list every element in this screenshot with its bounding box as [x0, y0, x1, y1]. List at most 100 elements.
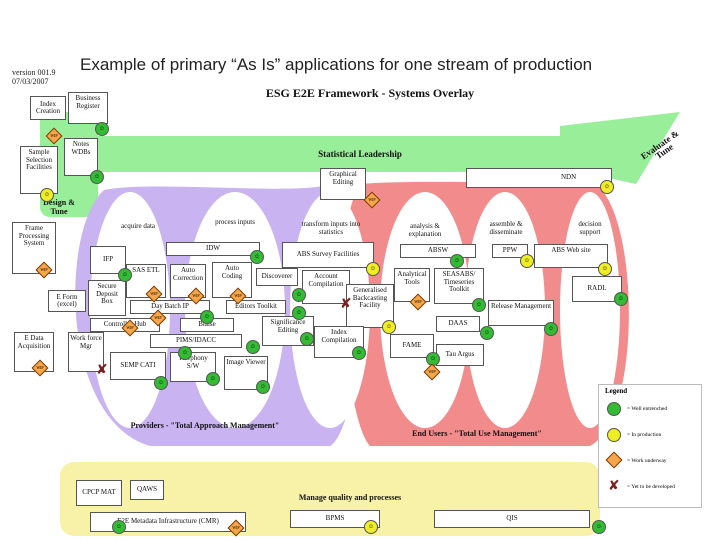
yellow-dot-icon	[607, 428, 621, 442]
wip-label: WIP	[234, 293, 242, 298]
green-dot-icon: ☺	[300, 332, 314, 346]
phase-transform: transform inputs into statistics	[301, 220, 361, 236]
green-dot-icon: ☺	[472, 298, 486, 312]
legend-row-entrenched: = Well entrenched	[605, 399, 701, 419]
box-ndn: NDN	[466, 168, 612, 188]
wip-label: WIP	[428, 369, 436, 374]
statistical-leadership-band	[78, 112, 680, 184]
yellow-dot-icon: ☺	[382, 320, 396, 334]
yellow-dot-icon: ☺	[40, 188, 54, 202]
box-editors-toolkit: Editors Toolkit	[226, 300, 286, 314]
legend-item-text: = Well entrenched	[627, 406, 668, 412]
wip-label: WIP	[368, 197, 376, 202]
phase-acquire: acquire data	[120, 222, 155, 230]
legend-row-undeveloped: ✘ = Yet to be developed	[605, 477, 701, 497]
box-account-compilation: Account Compilation	[302, 270, 350, 304]
green-dot-icon: ☺	[592, 520, 606, 534]
box-sample-selection: Sample Selection Facilities	[20, 146, 58, 194]
box-e-form: E Form (excel)	[48, 290, 86, 312]
box-qis: QIS	[434, 510, 590, 528]
box-auto-coding: Auto Coding	[212, 262, 252, 298]
box-day-batch: Day Batch IP	[130, 300, 210, 314]
box-index-creation: Index Creation	[30, 96, 66, 120]
green-dot-icon: ☺	[544, 322, 558, 336]
wip-label: WIP	[50, 133, 58, 138]
framework-title: ESG E2E Framework - Systems Overlay	[265, 86, 475, 100]
box-qaws: QAWS	[130, 480, 164, 500]
version-info: version 001.9 07/03/2007	[12, 68, 56, 86]
statistical-leadership-label: Statistical Leadership	[318, 149, 402, 159]
phase-process: process inputs	[215, 218, 255, 226]
yellow-dot-icon: ☺	[598, 262, 612, 276]
phase-analysis: analysis & explanation	[408, 222, 442, 238]
box-e-data: E Data Acquisition	[14, 332, 54, 372]
legend: Legend = Well entrenched = In production…	[598, 384, 702, 508]
green-dot-icon: ☺	[450, 254, 464, 268]
wip-label: WIP	[414, 299, 422, 304]
legend-item-text: = Work underway	[627, 458, 667, 464]
wip-label: WIP	[232, 525, 240, 530]
box-release-mgmt: Release Management	[488, 300, 554, 326]
wip-label: WIP	[126, 325, 134, 330]
box-business-register: Business Register	[68, 92, 108, 124]
undeveloped-mark-icon: ✘	[96, 363, 108, 378]
end-users-label: End Users - "Total Use Management"	[412, 429, 542, 438]
box-idw: IDW	[166, 242, 260, 256]
box-radl: RADL	[572, 276, 622, 302]
undeveloped-mark-icon: ✘	[340, 297, 352, 312]
wip-label: WIP	[40, 267, 48, 272]
legend-item-text: = Yet to be developed	[627, 484, 675, 490]
green-dot-icon: ☺	[614, 292, 628, 306]
green-dot-icon: ☺	[352, 346, 366, 360]
phase-decision: decision support	[578, 220, 602, 236]
box-absw: ABSW	[400, 244, 476, 258]
green-dot-icon: ☺	[154, 376, 168, 390]
box-secure-deposit: Secure Deposit Box	[88, 280, 126, 316]
box-e2e-metadata: E2E Metadata Infrastructure (CMR)	[90, 512, 246, 532]
green-dot-icon: ☺	[178, 346, 192, 360]
yellow-dot-icon: ☺	[600, 180, 614, 194]
green-dot-icon: ☺	[250, 250, 264, 264]
green-dot-icon: ☺	[246, 340, 260, 354]
green-dot-icon: ☺	[200, 310, 214, 324]
box-index-compilation: Index Compilation	[314, 326, 364, 358]
manage-quality-label: Manage quality and processes	[298, 493, 402, 502]
version-date: 07/03/2007	[12, 77, 49, 86]
providers-label: Providers - "Total Approach Management"	[130, 421, 280, 430]
green-dot-icon: ☺	[112, 520, 126, 534]
box-graphical-editing: Graphical Editing	[320, 168, 366, 200]
phase-assemble: assemble & disseminate	[489, 220, 523, 236]
green-dot-icon: ☺	[206, 372, 220, 386]
box-abs-survey: ABS Survey Facilities	[282, 242, 374, 268]
wip-label: WIP	[192, 293, 200, 298]
box-pims: PIMS/IDACC	[150, 334, 242, 348]
wip-label: WIP	[154, 315, 162, 320]
box-analytical-tools: Analytical Tools	[394, 268, 430, 302]
green-dot-icon: ☺	[90, 170, 104, 184]
slide-title: Example of primary “As Is” applications …	[80, 55, 593, 74]
box-discoverer: Discoverer	[256, 268, 298, 286]
wip-diamond-icon	[605, 451, 623, 469]
legend-row-production: = In production	[605, 425, 701, 445]
design-tune-label: Design & Tune	[43, 198, 75, 216]
green-dot-icon	[607, 402, 621, 416]
wip-label: WIP	[36, 365, 44, 370]
box-abs-web: ABS Web site	[534, 244, 608, 268]
box-tau-argus: Tau Argus	[436, 344, 484, 366]
box-daas: DAAS	[436, 316, 480, 332]
legend-title: Legend	[605, 387, 628, 395]
yellow-dot-icon: ☺	[366, 262, 380, 276]
wip-label: WIP	[150, 291, 158, 296]
box-notes-wdbs: Notes WDBs	[64, 138, 98, 176]
undeveloped-mark-icon: ✘	[608, 479, 620, 494]
green-dot-icon: ☺	[292, 288, 306, 302]
yellow-dot-icon: ☺	[364, 520, 378, 534]
box-semp-cati: SEMP CATI	[110, 352, 166, 380]
green-dot-icon: ☺	[480, 326, 494, 340]
yellow-dot-icon: ☺	[520, 254, 534, 268]
green-dot-icon: ☺	[292, 306, 306, 320]
box-workforce-mgr: Work force Mgr	[68, 332, 104, 372]
box-ppw: PPW	[492, 244, 528, 258]
version-number: version 001.9	[12, 68, 56, 77]
box-bpms: BPMS	[290, 510, 380, 528]
